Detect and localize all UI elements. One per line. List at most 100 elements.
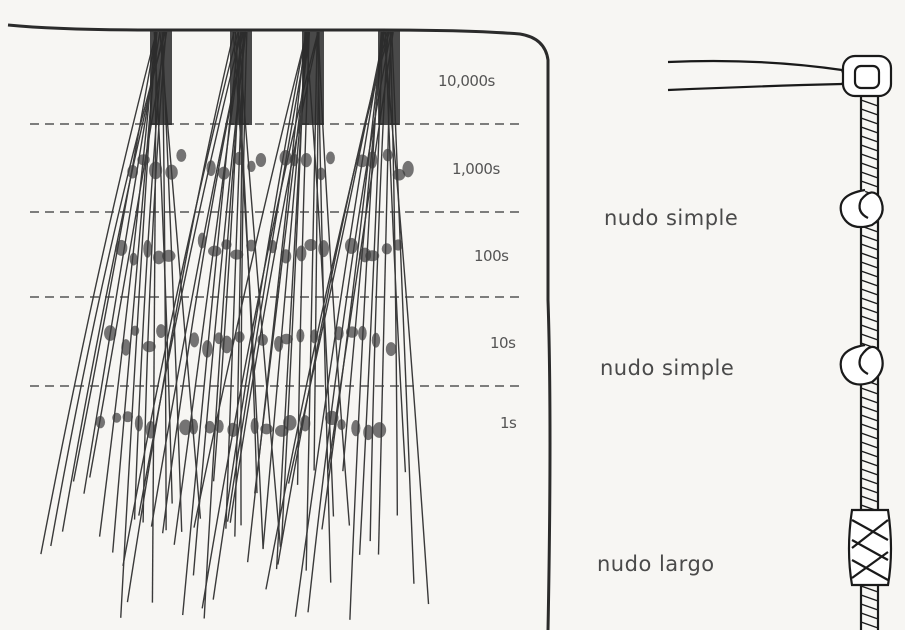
cord-knot — [326, 152, 335, 165]
rope-twist — [861, 163, 878, 169]
place-value-label: 10s — [490, 334, 515, 352]
rope-twist — [861, 487, 878, 493]
rope-twist — [861, 172, 878, 178]
cord-knot — [280, 249, 291, 263]
place-value-label: 1s — [500, 414, 516, 432]
knot-label: nudo simple — [604, 206, 738, 230]
cord-knot — [208, 246, 221, 257]
cord-knot — [290, 154, 299, 167]
cord-knot — [346, 326, 358, 337]
rope-twist — [861, 181, 878, 187]
rope-twist — [861, 316, 878, 322]
cord-knot — [156, 324, 166, 338]
cord-knot — [345, 238, 358, 254]
rope-twist — [861, 334, 878, 340]
cord-knot — [386, 342, 396, 356]
cord-knot — [202, 340, 212, 358]
cord-knot — [383, 149, 393, 162]
cord-bundle — [378, 30, 400, 125]
cord-knot — [165, 165, 177, 180]
rope-twist — [861, 460, 878, 466]
rope-twist — [861, 262, 878, 268]
rope-twist — [861, 307, 878, 313]
rope-twist — [861, 136, 878, 142]
cord-knot — [115, 240, 127, 256]
cord-knot — [325, 411, 338, 425]
cord-knot — [373, 422, 386, 438]
cord-knot — [251, 418, 259, 434]
rope-twist — [861, 442, 878, 448]
cord-knot — [218, 167, 230, 180]
cord-knot — [356, 155, 369, 168]
cord-knot — [104, 325, 116, 341]
cord-knot — [123, 411, 133, 422]
cord-knot — [296, 329, 304, 343]
rope-twist — [861, 289, 878, 295]
cord-knot — [393, 239, 402, 250]
cord-bundle — [230, 30, 252, 125]
rope-twist — [861, 244, 878, 250]
cord-knot — [310, 329, 318, 343]
cord-knot — [372, 333, 380, 348]
rope-twist — [861, 424, 878, 430]
rope-twist — [861, 325, 878, 331]
cord-knot — [402, 161, 413, 178]
cord-knot — [143, 341, 156, 352]
rope-twist — [861, 622, 878, 628]
rope-twist — [861, 100, 878, 106]
rope-twist — [861, 433, 878, 439]
cord-knot — [230, 249, 243, 259]
rope-twist — [861, 397, 878, 403]
rope-twist — [861, 415, 878, 421]
cord-knot — [234, 152, 244, 165]
cord-knot — [162, 250, 175, 262]
place-value-label: 10,000s — [438, 72, 495, 90]
cord-knot — [363, 425, 373, 440]
rope-twist — [861, 595, 878, 601]
rope-twist — [861, 271, 878, 277]
rope-twist — [861, 109, 878, 115]
knot-label: nudo simple — [600, 356, 734, 380]
rope-twist — [861, 154, 878, 160]
cord-knot — [198, 233, 206, 249]
rope-twist — [861, 586, 878, 592]
cord-knot — [367, 151, 377, 168]
cord-knot — [268, 240, 277, 253]
rope-twist — [861, 145, 878, 151]
cord-knot — [283, 415, 296, 431]
cord-knot — [112, 413, 121, 423]
cord-knot — [190, 332, 199, 347]
cord-knot — [351, 420, 360, 436]
rope-twist — [861, 613, 878, 619]
rope-twist — [861, 406, 878, 412]
cord-knot — [96, 416, 105, 428]
cord-knot — [358, 326, 367, 341]
cord-knot — [296, 245, 306, 261]
rope-twist — [861, 235, 878, 241]
cord-knot — [337, 419, 345, 430]
knot-label: nudo largo — [597, 552, 715, 576]
cord-knot — [137, 154, 149, 165]
cord-knot — [189, 419, 198, 435]
cord-knot — [127, 165, 138, 179]
rope-twist — [861, 118, 878, 124]
cord-knot — [256, 153, 266, 167]
rope-twist — [861, 280, 878, 286]
cord-knot — [300, 415, 310, 431]
cord-knot — [246, 240, 256, 252]
cord-knot — [247, 161, 256, 172]
cord-knot — [260, 424, 273, 435]
cord-bundle — [150, 30, 172, 125]
cord-knot — [130, 253, 138, 266]
cord-knot — [135, 415, 143, 431]
rope-twist — [861, 451, 878, 457]
cord-knot — [176, 149, 186, 162]
cord-knot — [257, 334, 268, 346]
place-value-label: 100s — [474, 247, 508, 265]
cord-knot — [131, 326, 139, 336]
rope-twist — [861, 604, 878, 610]
rope-twist — [861, 298, 878, 304]
cord-knot — [318, 240, 329, 257]
